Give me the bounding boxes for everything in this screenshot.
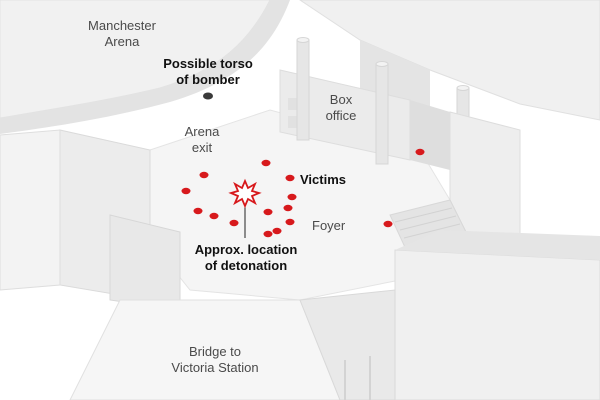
- victim-marker: [229, 219, 239, 227]
- victim-marker: [383, 220, 393, 228]
- victim-marker: [287, 193, 297, 201]
- victim-marker: [285, 218, 295, 226]
- label-line: Bridge to: [188, 344, 242, 359]
- stair-treads: [394, 207, 465, 247]
- victim-marker: [193, 207, 203, 215]
- dot-marker-icon: [203, 92, 213, 100]
- victim-marker: [263, 230, 273, 238]
- label-line: Victims: [300, 172, 347, 187]
- label-line: exit: [191, 140, 213, 155]
- label-line: Arena: [184, 124, 220, 139]
- victim-marker: [209, 212, 219, 220]
- victims-label: Victims: [300, 172, 346, 188]
- victim-marker: [263, 208, 273, 216]
- box-office-label: Box office: [316, 92, 366, 124]
- detonation-label: Approx. location of detonation: [186, 242, 306, 274]
- victim-markers: [181, 148, 425, 238]
- victim-marker: [415, 148, 425, 156]
- box-office-side: [410, 100, 450, 170]
- explosion-burst-icon: [228, 178, 262, 209]
- label-line: Victoria Station: [171, 360, 259, 375]
- label-line: of bomber: [176, 72, 240, 87]
- torso-label: Possible torso of bomber: [150, 56, 266, 88]
- victim-marker: [199, 171, 209, 179]
- label-line: Foyer: [312, 218, 346, 233]
- label-line: office: [325, 108, 357, 123]
- victim-marker: [285, 174, 295, 182]
- label-line: of detonation: [204, 258, 288, 273]
- bridge-side-wall: [299, 289, 396, 400]
- label-line: Arena: [104, 34, 140, 49]
- lower-right-building-top: [395, 230, 600, 260]
- victim-marker: [272, 227, 282, 235]
- victim-marker: [283, 204, 293, 212]
- victim-marker: [181, 187, 191, 195]
- bridge-label: Bridge to Victoria Station: [160, 344, 270, 376]
- arena-exit-label: Arena exit: [180, 124, 224, 156]
- victim-marker: [261, 159, 271, 167]
- label-line: Approx. location: [194, 242, 298, 257]
- label-line: Possible torso: [163, 56, 253, 71]
- label-line: Box: [329, 92, 353, 107]
- lower-right-building: [394, 249, 600, 400]
- bridge-walkway: [69, 299, 341, 400]
- manchester-arena-label: Manchester Arena: [72, 18, 172, 50]
- far-left-wall: [0, 129, 61, 291]
- label-line: Manchester: [88, 18, 156, 33]
- arena-roof-edge: [0, 0, 290, 134]
- bridge-piers: [344, 356, 371, 400]
- foyer-label: Foyer: [312, 218, 345, 234]
- left-pillar-block: [109, 214, 181, 311]
